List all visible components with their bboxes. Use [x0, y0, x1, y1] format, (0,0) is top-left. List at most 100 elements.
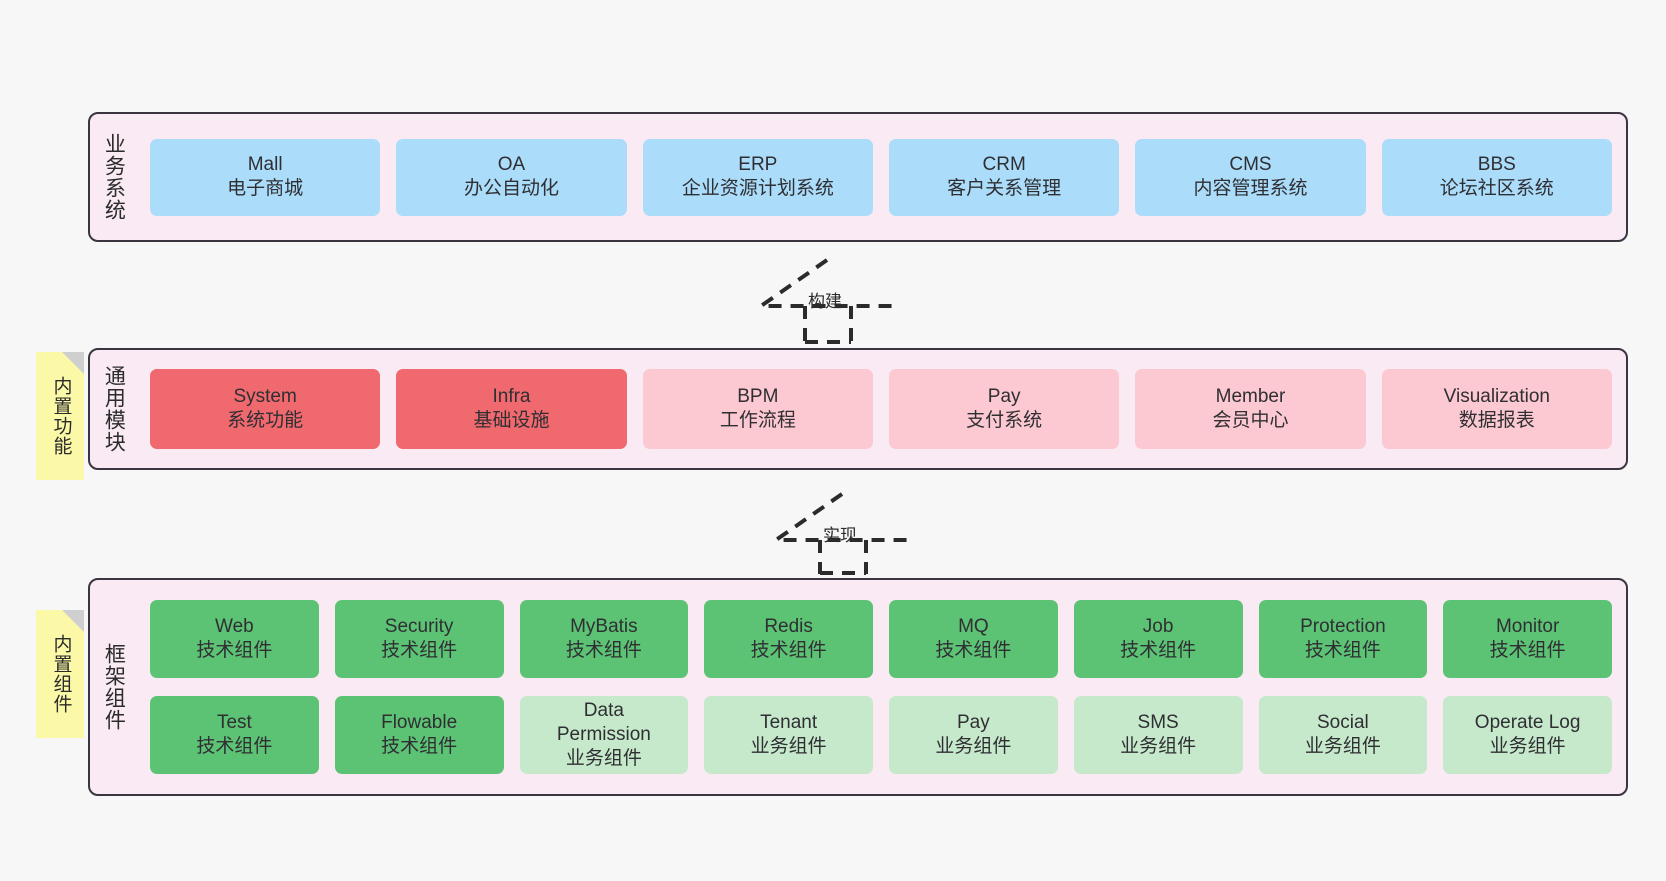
box-member[interactable]: Member 会员中心	[1135, 369, 1366, 449]
box-data-permission[interactable]: Data Permission 业务组件	[519, 696, 689, 774]
box-monitor-name: Monitor	[1495, 615, 1560, 637]
box-flowable-desc: 技术组件	[381, 736, 458, 757]
box-sms-name: SMS	[1137, 711, 1179, 733]
box-oa-name: OA	[497, 153, 526, 175]
note-fold-corner-icon	[62, 610, 84, 632]
box-mall[interactable]: Mall 电子商城	[150, 138, 381, 216]
box-tenant-name: Tenant	[760, 711, 818, 733]
box-bbs[interactable]: BBS 论坛社区系统	[1381, 138, 1612, 216]
layer-title-common-modules: 通用模块	[102, 365, 126, 453]
box-erp-name: ERP	[738, 153, 778, 175]
box-pay-component-desc: 业务组件	[935, 736, 1012, 757]
layer-body-common-modules: System 系统功能 Infra 基础设施 BPM 工作流程 Pay 支付系统…	[136, 350, 1626, 468]
box-mybatis[interactable]: MyBatis 技术组件	[519, 600, 689, 678]
connector-implement-shape	[769, 492, 908, 575]
connector-build-label: 构建	[808, 292, 842, 311]
box-infra-name: Infra	[492, 385, 531, 407]
box-cms[interactable]: CMS 内容管理系统	[1135, 138, 1366, 216]
connector-implement-label: 实现	[823, 526, 857, 545]
box-redis[interactable]: Redis 技术组件	[704, 600, 873, 678]
box-mq-desc: 技术组件	[935, 640, 1012, 661]
box-web-name: Web	[215, 615, 254, 637]
box-bpm-desc: 工作流程	[719, 410, 796, 431]
box-job-name: Job	[1142, 615, 1174, 637]
row-technical-components: Web 技术组件 Security 技术组件 MyBatis 技术组件 Redi…	[150, 600, 1612, 678]
box-tenant[interactable]: Tenant 业务组件	[704, 696, 873, 774]
layer-body-business-systems: Mall 电子商城 OA 办公自动化 ERP 企业资源计划系统 CRM 客户关系…	[136, 114, 1626, 240]
layer-business-systems: 业务系统 Mall 电子商城 OA 办公自动化 ERP 企业资源计划系统 CRM	[88, 112, 1628, 242]
box-monitor-desc: 技术组件	[1489, 640, 1566, 661]
box-erp[interactable]: ERP 企业资源计划系统	[642, 138, 873, 216]
box-web-desc: 技术组件	[196, 640, 273, 661]
box-pay-component-name: Pay	[957, 711, 990, 733]
box-mall-desc: 电子商城	[227, 178, 304, 199]
box-oa-desc: 办公自动化	[463, 178, 559, 199]
box-oa[interactable]: OA 办公自动化	[396, 138, 627, 216]
box-protection-desc: 技术组件	[1304, 640, 1381, 661]
connector-implement: 实现	[769, 492, 920, 575]
layer-body-framework-components: Web 技术组件 Security 技术组件 MyBatis 技术组件 Redi…	[136, 580, 1626, 794]
sticky-note-builtin-features-label: 内置功能	[50, 376, 72, 456]
box-infra-desc: 基础设施	[473, 410, 550, 431]
box-sms-desc: 业务组件	[1120, 736, 1197, 757]
box-pay-module-desc: 支付系统	[966, 410, 1043, 431]
box-infra[interactable]: Infra 基础设施	[396, 369, 627, 449]
box-data-permission-name: Data Permission	[556, 699, 651, 745]
layer-common-modules: 通用模块 System 系统功能 Infra 基础设施 BPM 工作流程 Pay	[88, 348, 1628, 470]
box-crm-name: CRM	[982, 153, 1026, 175]
connector-build-shape	[754, 258, 893, 344]
box-social-name: Social	[1317, 711, 1369, 733]
row-business-components: Test 技术组件 Flowable 技术组件 Data Permission …	[150, 696, 1612, 774]
sticky-note-builtin-components: 内置组件	[36, 610, 84, 738]
box-mq[interactable]: MQ 技术组件	[889, 600, 1058, 678]
box-flowable-name: Flowable	[381, 711, 458, 733]
box-crm[interactable]: CRM 客户关系管理	[888, 138, 1120, 216]
box-test[interactable]: Test 技术组件	[150, 696, 319, 774]
box-redis-desc: 技术组件	[750, 640, 827, 661]
row-common-modules: System 系统功能 Infra 基础设施 BPM 工作流程 Pay 支付系统…	[150, 369, 1612, 449]
box-mall-name: Mall	[247, 153, 283, 175]
box-member-desc: 会员中心	[1212, 410, 1289, 431]
box-monitor[interactable]: Monitor 技术组件	[1443, 600, 1612, 678]
box-operate-log[interactable]: Operate Log 业务组件	[1443, 696, 1612, 774]
row-business-systems: Mall 电子商城 OA 办公自动化 ERP 企业资源计划系统 CRM 客户关系…	[150, 138, 1612, 216]
box-flowable[interactable]: Flowable 技术组件	[334, 696, 504, 774]
layer-title-framework-components: 框架组件	[102, 643, 126, 731]
connector-build: 构建	[754, 258, 905, 344]
sticky-note-builtin-features: 内置功能	[36, 352, 84, 480]
box-web[interactable]: Web 技术组件	[150, 600, 319, 678]
box-cms-name: CMS	[1229, 153, 1272, 175]
box-erp-desc: 企业资源计划系统	[681, 178, 834, 199]
box-crm-desc: 客户关系管理	[947, 178, 1062, 199]
box-sms[interactable]: SMS 业务组件	[1073, 696, 1243, 774]
note-fold-corner-icon	[62, 352, 84, 374]
box-system-name: System	[233, 385, 297, 407]
box-bpm[interactable]: BPM 工作流程	[642, 369, 873, 449]
box-pay-module-name: Pay	[987, 385, 1021, 407]
box-operate-log-name: Operate Log	[1474, 711, 1581, 733]
box-security[interactable]: Security 技术组件	[334, 600, 504, 678]
box-data-permission-desc: 业务组件	[565, 748, 642, 770]
box-system-desc: 系统功能	[227, 410, 304, 431]
sticky-note-builtin-components-label: 内置组件	[50, 634, 72, 714]
box-test-desc: 技术组件	[196, 736, 273, 757]
box-tenant-desc: 业务组件	[750, 736, 827, 757]
box-job[interactable]: Job 技术组件	[1073, 600, 1243, 678]
box-social[interactable]: Social 业务组件	[1258, 696, 1428, 774]
layer-title-business-systems: 业务系统	[102, 133, 126, 221]
box-bbs-name: BBS	[1477, 153, 1516, 175]
box-social-desc: 业务组件	[1304, 736, 1381, 757]
box-mybatis-name: MyBatis	[570, 615, 638, 637]
box-security-desc: 技术组件	[381, 640, 458, 661]
box-system[interactable]: System 系统功能	[150, 369, 381, 449]
box-visualization-name: Visualization	[1443, 385, 1550, 407]
box-pay-module[interactable]: Pay 支付系统	[888, 369, 1120, 449]
box-test-name: Test	[216, 711, 252, 733]
box-visualization[interactable]: Visualization 数据报表	[1381, 369, 1612, 449]
box-redis-name: Redis	[764, 615, 813, 637]
box-pay-component[interactable]: Pay 业务组件	[889, 696, 1058, 774]
box-protection[interactable]: Protection 技术组件	[1258, 600, 1428, 678]
box-operate-log-desc: 业务组件	[1489, 736, 1566, 757]
box-mybatis-desc: 技术组件	[565, 640, 642, 661]
